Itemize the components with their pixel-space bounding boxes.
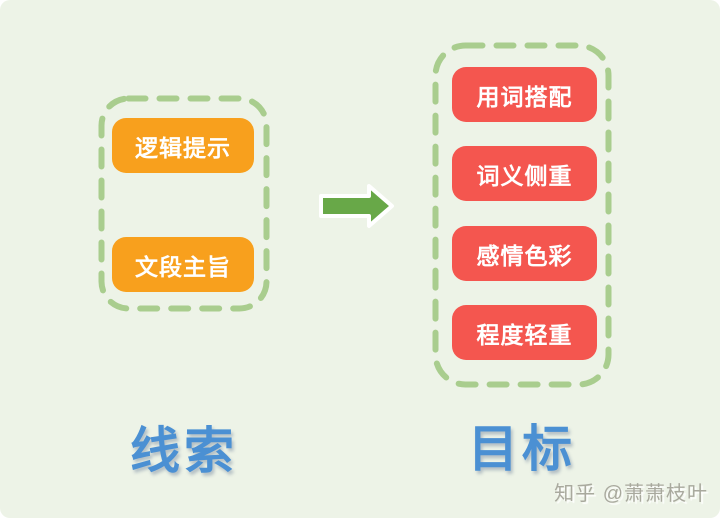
target-box-label: 词义侧重 — [476, 162, 573, 189]
clue-box-label: 文段主旨 — [135, 253, 231, 280]
target-box-label: 感情色彩 — [476, 242, 573, 269]
clue-group-dashed-border — [98, 95, 270, 312]
clue-group-title: 线索 — [130, 423, 238, 479]
target-group-dashed-border — [432, 42, 612, 388]
clue-box-logic-hint: 逻辑提示 — [112, 118, 254, 173]
clue-group: 逻辑提示 文段主旨 — [98, 95, 270, 312]
target-group: 用词搭配 词义侧重 感情色彩 程度轻重 — [432, 42, 612, 388]
target-box-word-meaning-emphasis: 词义侧重 — [452, 146, 597, 201]
right-arrow-icon — [319, 184, 394, 228]
target-box-emotional-color: 感情色彩 — [452, 226, 597, 281]
zhihu-watermark: 知乎 @萧萧枝叶 — [554, 483, 708, 505]
target-box-degree-weight: 程度轻重 — [452, 305, 597, 360]
clue-box-label: 逻辑提示 — [135, 134, 231, 161]
target-box-label: 用词搭配 — [476, 83, 573, 110]
clue-box-passage-gist: 文段主旨 — [112, 237, 254, 292]
target-box-word-collocation: 用词搭配 — [452, 67, 597, 122]
target-box-label: 程度轻重 — [476, 321, 573, 348]
target-group-title: 目标 — [468, 421, 576, 477]
flow-arrow — [316, 182, 398, 230]
